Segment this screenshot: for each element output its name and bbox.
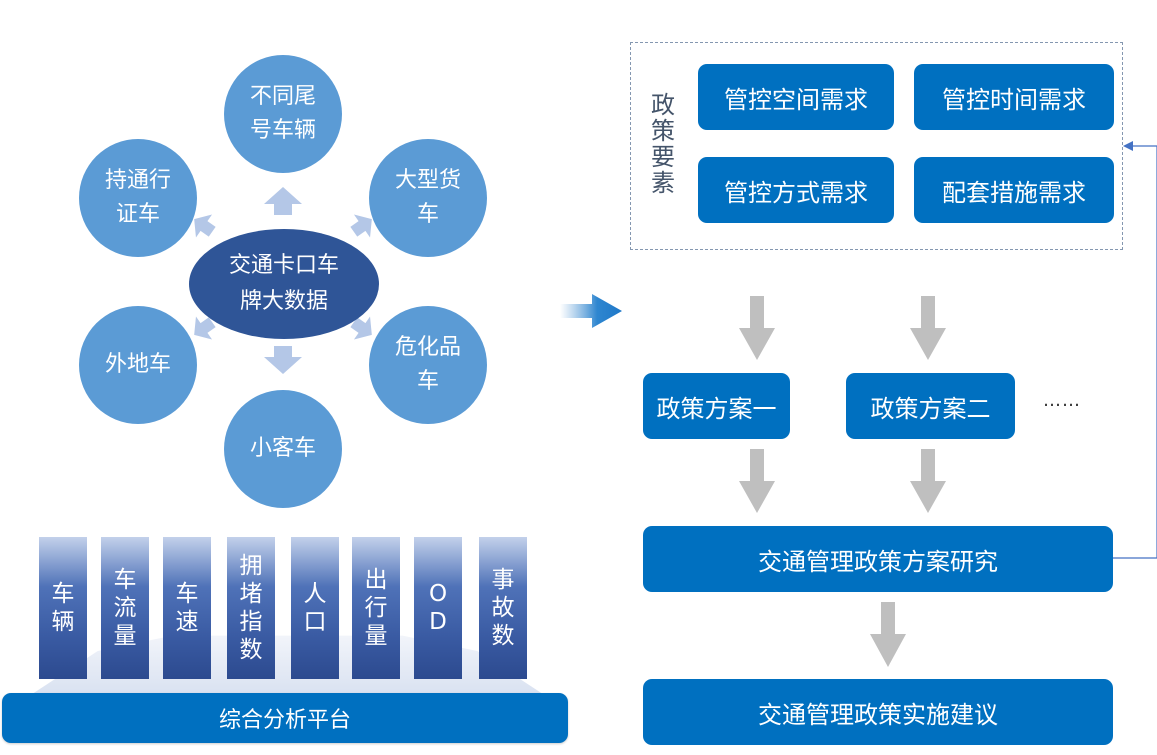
metric-bar-vehicle: 车辆 — [39, 537, 87, 679]
category-label: 外地车 — [104, 352, 171, 377]
platform-label: 综合分析平台 — [218, 708, 351, 733]
hub-line-2: 牌大数据 — [239, 289, 328, 314]
category-label: 小客车 — [249, 436, 316, 461]
hub-center: 交通卡口车 牌大数据 — [189, 229, 379, 339]
category-circle-nonlocal: 外地车 — [79, 306, 197, 424]
category-label: 持通行证车 — [104, 168, 171, 227]
metric-label: 人口 — [303, 581, 327, 635]
metric-label: 车流量 — [113, 567, 137, 649]
plan-label: 政策方案一 — [656, 394, 777, 423]
category-circle-hazmat: 危化品车 — [369, 306, 487, 424]
metric-label: 车速 — [175, 581, 199, 635]
metric-label: 出行量 — [364, 567, 388, 649]
metric-bar-trips: 出行量 — [352, 537, 400, 679]
spoke-arrows — [194, 187, 372, 374]
recommendation-label: 交通管理政策实施建议 — [758, 700, 998, 729]
recommendation-box: 交通管理政策实施建议 — [643, 679, 1113, 745]
category-label: 大型货车 — [394, 168, 461, 227]
category-label: 不同尾号车辆 — [249, 84, 316, 143]
more-plans-ellipsis: …… — [1043, 390, 1081, 411]
metric-bar-speed: 车速 — [163, 537, 211, 679]
requirement-box-time: 管控时间需求 — [914, 64, 1114, 130]
arrow-down-icon — [739, 296, 775, 360]
requirement-label: 配套措施需求 — [942, 178, 1086, 207]
plan-box-2: 政策方案二 — [846, 373, 1015, 439]
arrow-up-icon — [264, 187, 302, 215]
arrow-downleft-icon — [194, 316, 216, 340]
requirement-label: 管控时间需求 — [942, 85, 1086, 114]
arrow-down-icon — [739, 449, 775, 513]
plan-label: 政策方案二 — [870, 394, 991, 423]
feedback-line — [1113, 145, 1157, 559]
arrow-down-icon — [264, 346, 302, 374]
requirement-box-method: 管控方式需求 — [698, 157, 894, 223]
hub-line-1: 交通卡口车 — [228, 253, 339, 278]
category-circle-small-car: 小客车 — [224, 390, 342, 508]
policy-elements-label: 政策要素 — [651, 91, 675, 197]
feedback-arrow-icon — [1123, 141, 1133, 151]
requirement-label: 管控方式需求 — [724, 178, 868, 207]
metric-label: 事故数 — [491, 567, 515, 649]
plan-box-1: 政策方案一 — [643, 373, 790, 439]
metric-bar-flow: 车流量 — [101, 537, 149, 679]
arrow-upright-icon — [350, 214, 372, 238]
requirement-label: 管控空间需求 — [724, 85, 868, 114]
metric-bar-population: 人口 — [291, 537, 339, 679]
metric-bar-congestion: 拥堵指数 — [227, 537, 275, 679]
arrow-upleft-icon — [194, 214, 216, 238]
metric-label: OD — [428, 581, 448, 635]
category-circle-tail-number: 不同尾号车辆 — [224, 55, 342, 173]
policy-elements-group — [630, 42, 1123, 250]
requirement-box-space: 管控空间需求 — [698, 64, 894, 130]
category-circle-permit: 持通行证车 — [79, 139, 197, 257]
metric-label: 车辆 — [51, 581, 75, 635]
arrow-down-icon — [910, 296, 946, 360]
arrow-down-icon — [910, 449, 946, 513]
category-circle-truck: 大型货车 — [369, 139, 487, 257]
research-box: 交通管理政策方案研究 — [643, 526, 1113, 592]
category-label: 危化品车 — [394, 335, 461, 394]
platform-base: 综合分析平台 — [2, 693, 568, 743]
flow-arrow-right-icon — [560, 294, 622, 328]
metric-bar-accidents: 事故数 — [479, 537, 527, 679]
requirement-box-support: 配套措施需求 — [914, 157, 1114, 223]
arrow-downright-icon — [350, 316, 372, 340]
metric-label: 拥堵指数 — [239, 553, 263, 663]
metric-bar-od: OD — [414, 537, 462, 679]
research-label: 交通管理政策方案研究 — [758, 547, 998, 576]
arrow-down-icon — [870, 602, 906, 667]
